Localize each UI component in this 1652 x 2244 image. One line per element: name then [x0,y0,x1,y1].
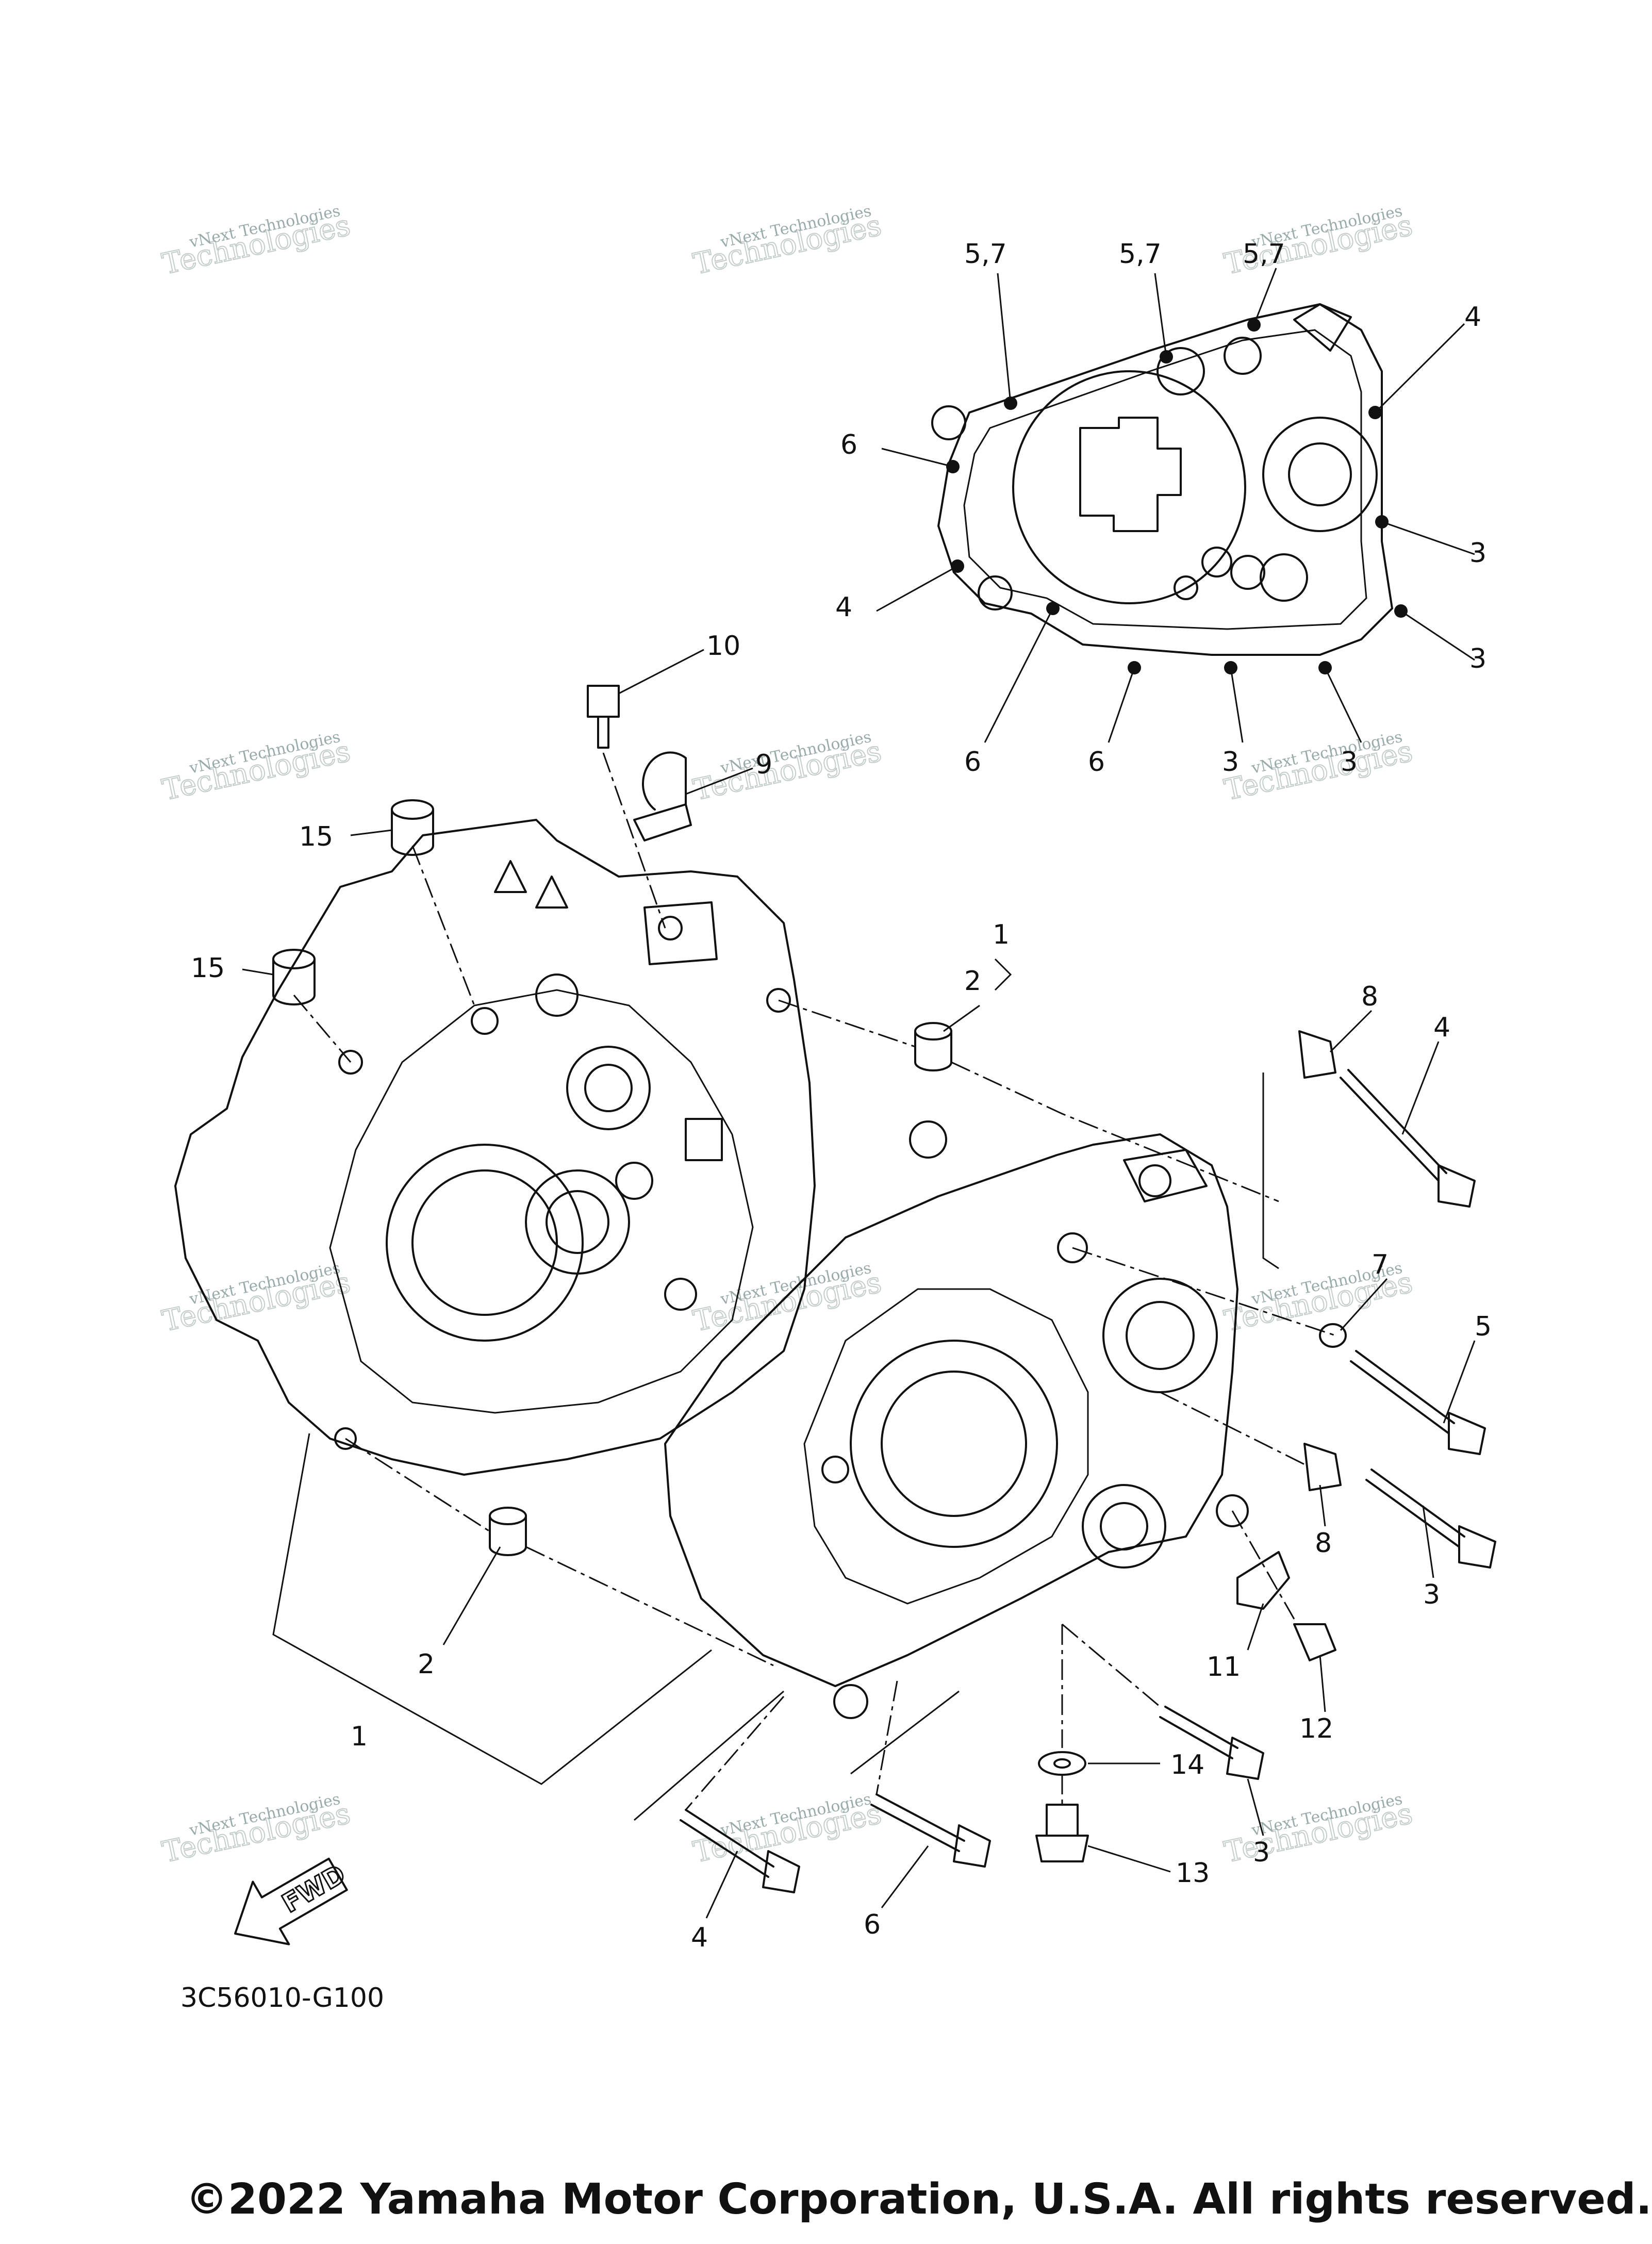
watermarks: Technologies vNext Technologies Technolo… [159,202,1416,1870]
callout-1: 1 [351,1721,368,1752]
callout-3: 3 [1253,1837,1270,1868]
callout-14: 14 [1170,1750,1204,1780]
callout-13: 13 [1176,1858,1210,1889]
callout-2: 2 [964,966,981,997]
callouts: 5,7 5,7 5,7 4 6 3 4 3 6 6 3 3 10 9 15 15… [191,239,1492,1953]
callout-3: 3 [1469,644,1486,674]
alignment-lines [293,752,1336,1821]
watermark: Technologies vNext Technologies [1221,1790,1416,1870]
callout-5-7: 5,7 [1119,239,1162,270]
callout-7: 7 [1372,1249,1389,1280]
copyright-notice: ©2022 Yamaha Motor Corporation, U.S.A. A… [186,2175,1652,2224]
callout-3: 3 [1423,1579,1440,1610]
callout-8: 8 [1361,981,1378,1012]
callout-6: 6 [964,747,981,778]
group-brackets [272,958,1012,1785]
callout-6: 6 [1088,747,1105,778]
callout-5-7: 5,7 [1243,239,1285,270]
crankcase-exploded-diagram: Technologies vNext Technologies Technolo… [159,202,1496,1953]
watermark: Technologies vNext Technologies [1221,728,1416,808]
small-parts [272,685,1496,1893]
fwd-arrow-icon: FWD [234,1857,351,1945]
crankcase-bolt-pattern-view [876,268,1475,743]
watermark: Technologies vNext Technologies [690,1790,885,1870]
callout-3: 3 [1469,538,1486,569]
callout-3: 3 [1222,747,1239,778]
callout-4: 4 [835,592,852,623]
leader-lines [242,649,1476,1919]
callout-4: 4 [1464,302,1481,333]
callout-2: 2 [418,1649,435,1680]
callout-6: 6 [840,430,857,460]
watermark: Technologies vNext Technologies [690,202,885,282]
callout-3: 3 [1341,747,1358,778]
crankcase-right-half [664,1120,1249,1719]
callout-8: 8 [1315,1528,1332,1559]
callout-9: 9 [755,749,772,780]
callout-4: 4 [1433,1012,1450,1043]
callout-15: 15 [299,821,333,852]
watermark: Technologies vNext Technologies [159,202,354,282]
callout-12: 12 [1299,1713,1333,1744]
watermark: Technologies vNext Technologies [159,1259,354,1339]
callout-6: 6 [864,1909,881,1940]
callout-15: 15 [191,953,225,984]
diagram-code: 3C56010-G100 [180,1983,385,2014]
callout-5: 5 [1475,1311,1492,1342]
callout-5-7: 5,7 [964,239,1007,270]
callout-4: 4 [691,1922,708,1953]
watermark: Technologies vNext Technologies [690,728,885,808]
callout-1: 1 [993,919,1010,950]
callout-10: 10 [706,631,740,662]
watermark: Technologies vNext Technologies [159,1790,354,1870]
callout-11: 11 [1207,1652,1241,1682]
crankcase-left-half [174,819,816,1476]
watermark: Technologies vNext Technologies [159,728,354,808]
